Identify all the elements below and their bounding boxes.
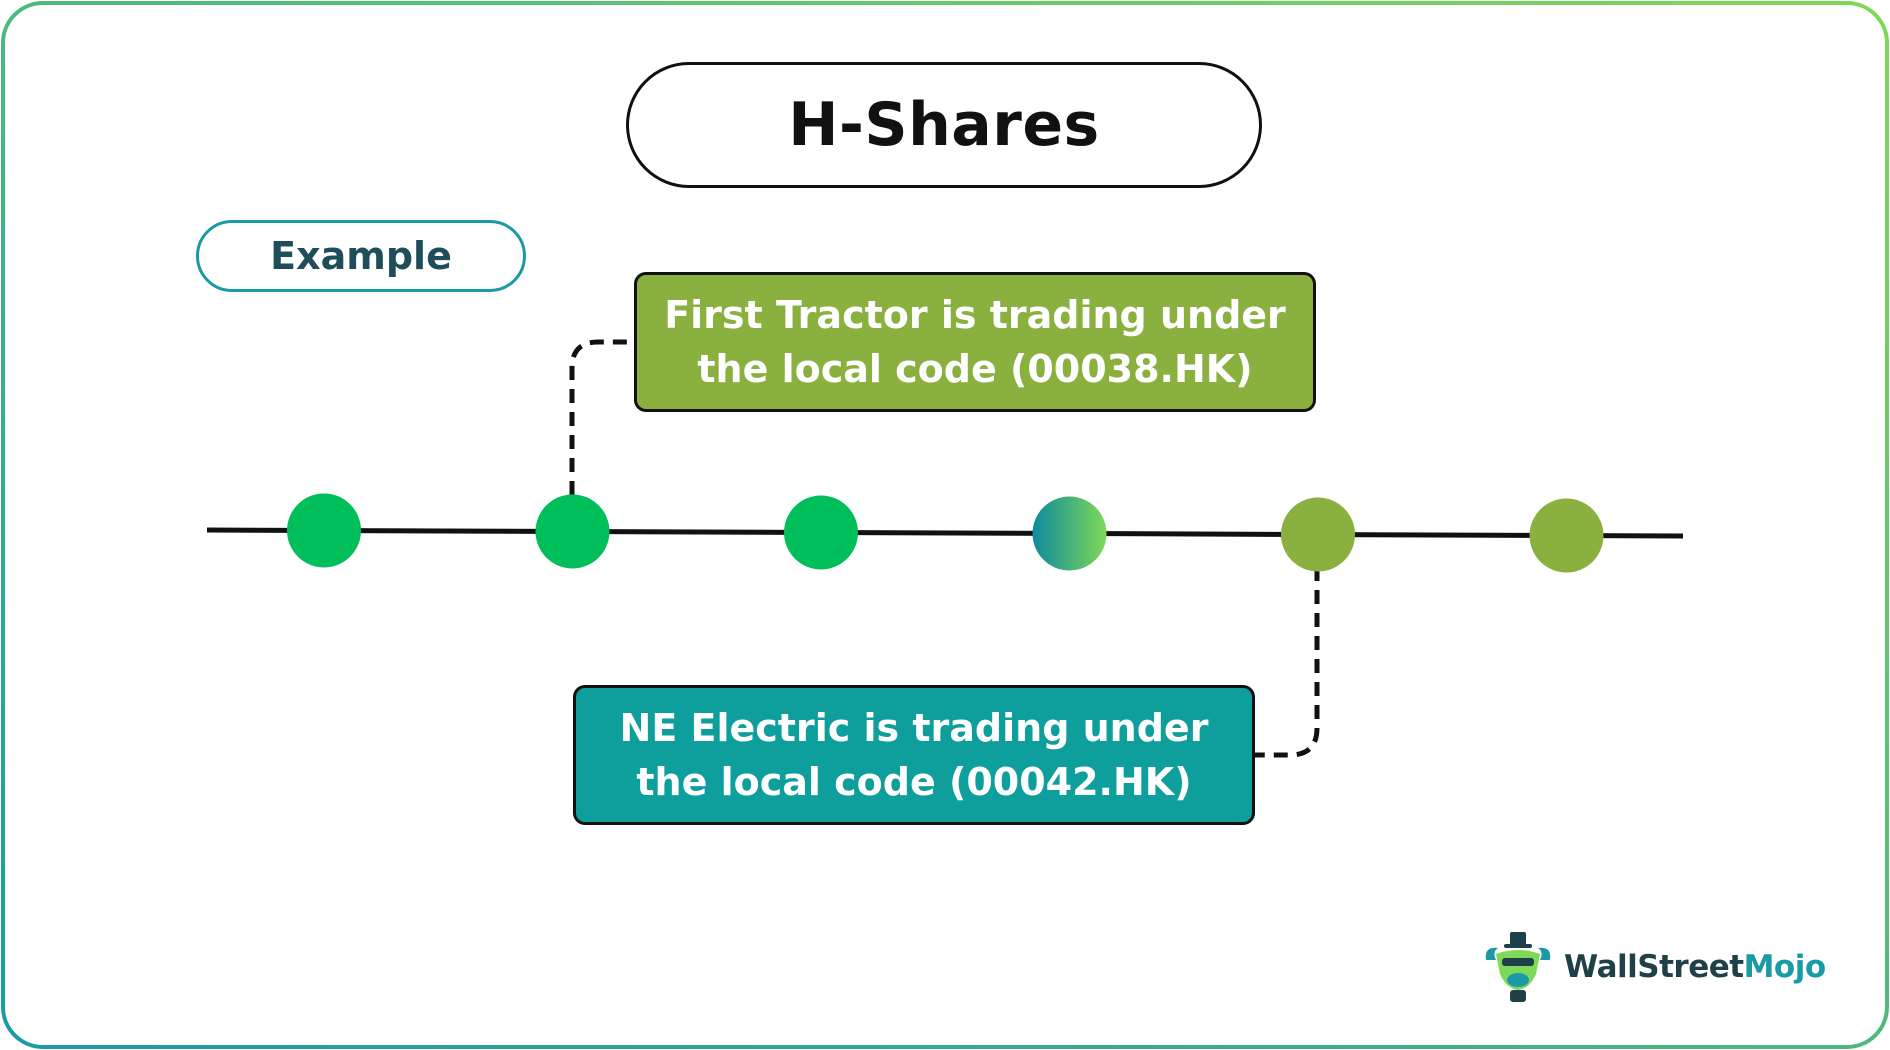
timeline-node — [1281, 497, 1355, 572]
timeline-node — [784, 495, 858, 570]
timeline-node — [1529, 498, 1604, 573]
callout-ne-electric: NE Electric is trading under the local c… — [573, 685, 1255, 825]
callout-line: the local code (00042.HK) — [636, 760, 1192, 804]
callout-line: the local code (00038.HK) — [697, 347, 1253, 391]
example-label: Example — [196, 220, 526, 292]
timeline-node — [287, 493, 361, 568]
bull-mascot-icon — [1485, 932, 1551, 1002]
connector-bottom — [1255, 567, 1320, 758]
connector-top — [569, 339, 634, 495]
logo-text-part1: WallStreet — [1564, 949, 1744, 985]
wallstreetmojo-logo: WallStreetMojo — [1480, 930, 1840, 1004]
logo-text-part2: Mojo — [1743, 949, 1827, 985]
timeline-node — [535, 494, 610, 569]
timeline-line — [206, 527, 1684, 539]
callout-line: First Tractor is trading under — [664, 293, 1286, 337]
callout-first-tractor: First Tractor is trading under the local… — [634, 272, 1316, 412]
page-title: H-Shares — [626, 62, 1262, 188]
timeline-node — [1032, 496, 1107, 571]
logo-text: WallStreetMojo — [1564, 949, 1826, 985]
timeline-nodes — [287, 493, 1604, 573]
callout-line: NE Electric is trading under — [619, 706, 1209, 750]
